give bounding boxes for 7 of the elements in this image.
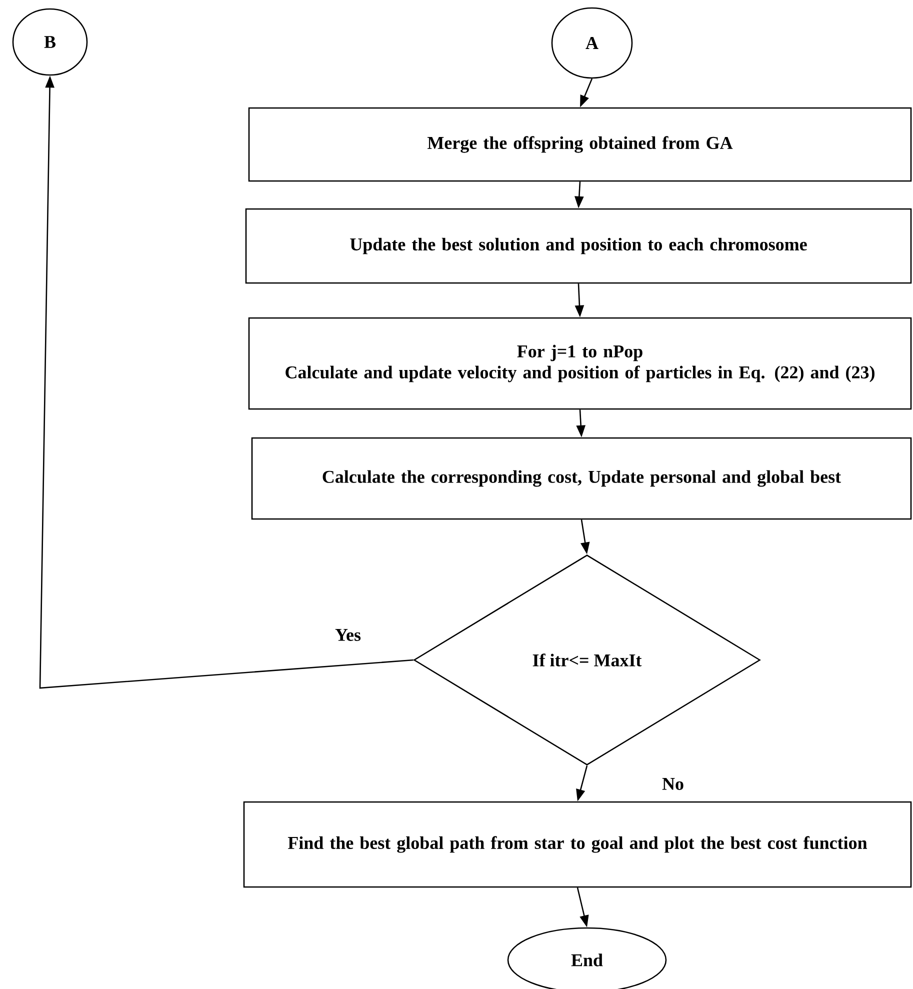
process-box: Merge the offspring obtained from GA <box>248 107 912 182</box>
process-box: Calculate the corresponding cost, Update personal and global best <box>251 437 912 520</box>
process-box: For j=1 to nPop Calculate and update velocity and position of particles in Eq. (22) and (23) <box>248 317 912 410</box>
process-box: Update the best solution and position to each chromosome <box>245 208 912 284</box>
edge-label: Yes <box>334 628 362 642</box>
process-box: Find the best global path from star to goal and plot the best cost function <box>243 801 912 888</box>
edge-label: No <box>661 777 685 791</box>
